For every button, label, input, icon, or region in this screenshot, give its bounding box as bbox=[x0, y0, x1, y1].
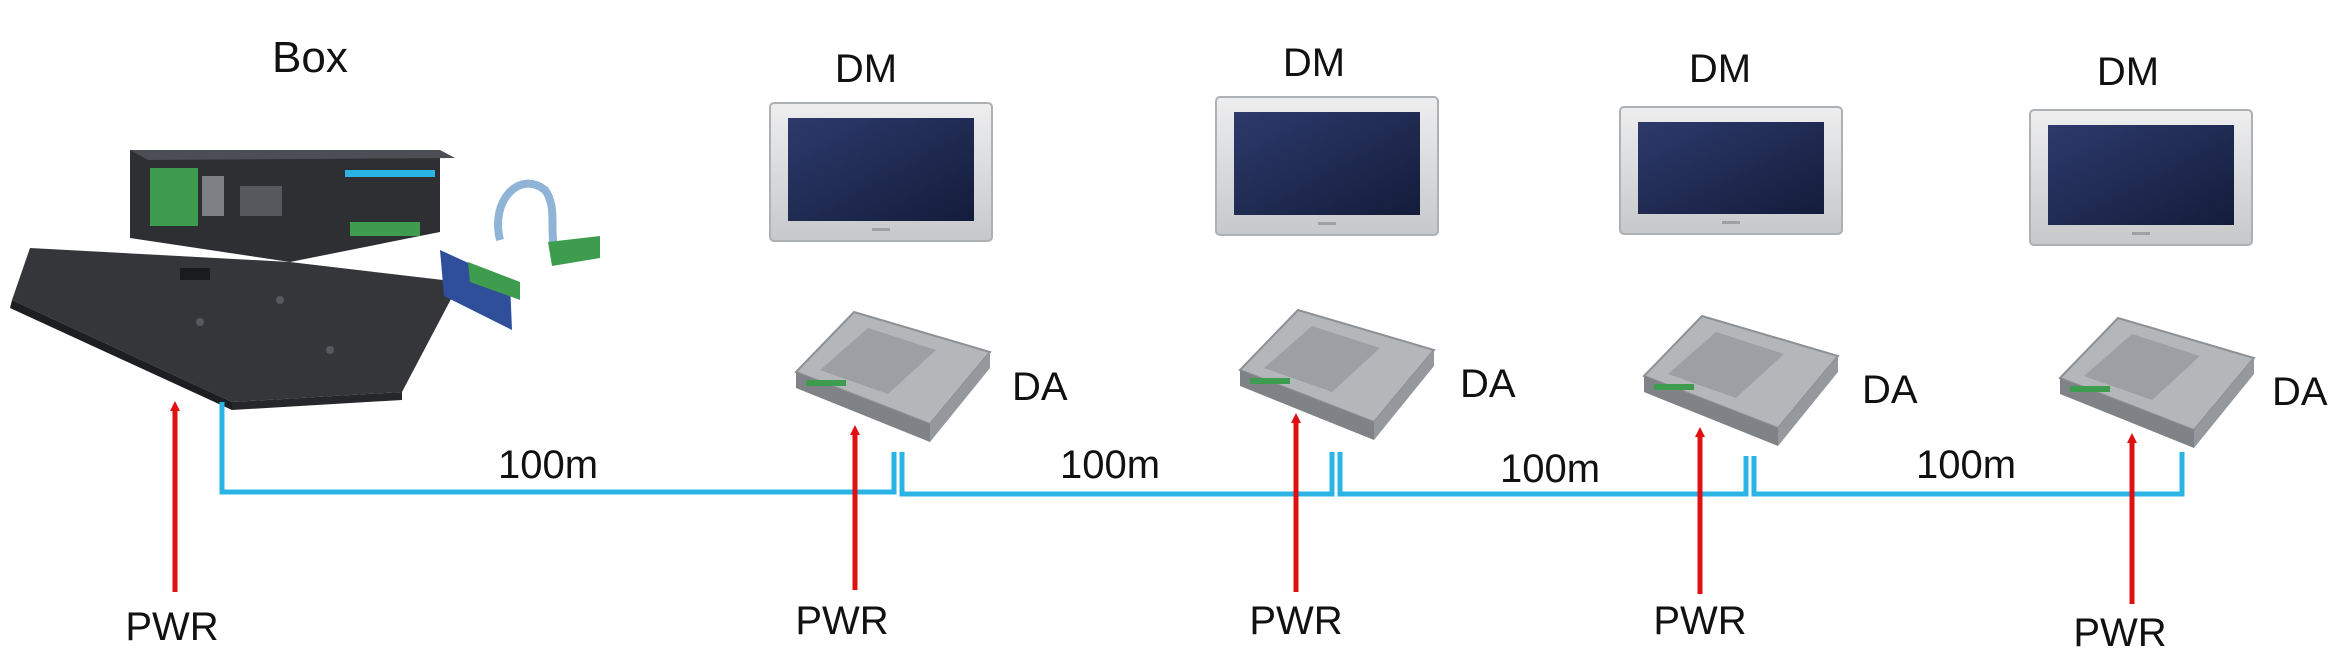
monitor-label: DM bbox=[835, 47, 897, 91]
monitor-2: DM bbox=[1215, 41, 1439, 236]
display-monitor-icon bbox=[1619, 106, 1843, 235]
cable-length-label: 100m bbox=[1500, 447, 1600, 491]
expansion-card-icon bbox=[440, 179, 600, 330]
cable-length-label: 100m bbox=[498, 443, 598, 487]
cable-length-label: 100m bbox=[1060, 443, 1160, 487]
display-adapter-icon bbox=[1238, 308, 1436, 440]
monitor-1: DM bbox=[769, 47, 993, 242]
adapter-1: DA bbox=[794, 310, 1068, 442]
adapter-3: DA bbox=[1642, 314, 1918, 446]
display-adapter-icon bbox=[794, 310, 992, 442]
adapter-label: DA bbox=[1460, 362, 1516, 406]
adapter-2: DA bbox=[1238, 308, 1516, 440]
monitor-label: DM bbox=[2097, 50, 2159, 94]
monitor-3: DM bbox=[1619, 47, 1843, 235]
power-label: PWR bbox=[125, 605, 218, 649]
cable-segment-4 bbox=[1751, 452, 2185, 497]
display-adapter-icon bbox=[2058, 316, 2256, 448]
display-monitor-icon bbox=[769, 102, 993, 242]
monitor-label: DM bbox=[1283, 41, 1345, 85]
monitor-4: DM bbox=[2029, 50, 2253, 246]
power-label: PWR bbox=[2073, 611, 2166, 655]
display-adapter-icon bbox=[1642, 314, 1840, 446]
cable-length-label: 100m bbox=[1916, 443, 2016, 487]
adapter-label: DA bbox=[1012, 365, 1068, 409]
power-label: PWR bbox=[1653, 599, 1746, 643]
adapter-label: DA bbox=[1862, 368, 1918, 412]
cable-segment-2 bbox=[899, 452, 1335, 497]
cable-segment-3 bbox=[1337, 452, 1749, 497]
adapter-4: DA bbox=[2058, 316, 2328, 448]
monitor-label: DM bbox=[1689, 47, 1751, 91]
industrial-box-pc-icon bbox=[10, 150, 460, 410]
box-label: Box bbox=[272, 33, 348, 82]
adapter-label: DA bbox=[2272, 370, 2328, 414]
cable-line bbox=[219, 402, 2185, 497]
power-label: PWR bbox=[795, 599, 888, 643]
power-label: PWR bbox=[1249, 599, 1342, 643]
display-monitor-icon bbox=[1215, 96, 1439, 236]
display-monitor-icon bbox=[2029, 109, 2253, 246]
cable-segment-1 bbox=[219, 402, 897, 495]
